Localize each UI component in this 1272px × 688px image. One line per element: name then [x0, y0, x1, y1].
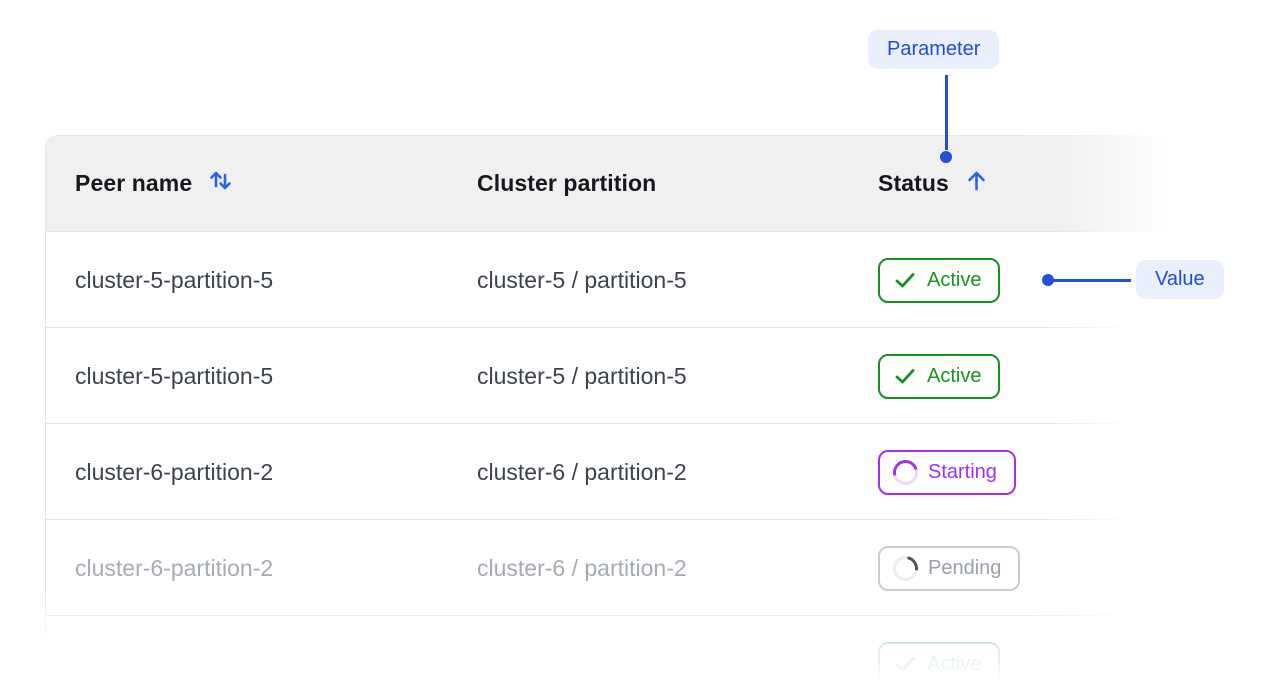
- status-cell: Active: [848, 353, 1180, 399]
- table-row: Active: [45, 616, 1180, 688]
- sort-both-icon[interactable]: [207, 167, 234, 200]
- status-badge: Active: [878, 257, 1001, 303]
- peer-name-cell: cluster-5-partition-5: [75, 266, 274, 293]
- check-icon: [895, 273, 915, 288]
- peer-name-cell: cluster-5-partition-5: [75, 362, 274, 389]
- column-label: Peer name: [75, 170, 193, 196]
- peer-name-cell: cluster-6-partition-2: [75, 554, 274, 581]
- status-badge: Active: [878, 353, 1001, 399]
- status-label: Active: [927, 652, 982, 675]
- peers-table: Peer name Cluster partition Status clust…: [42, 134, 1183, 688]
- status-cell: Active: [848, 641, 1180, 687]
- column-label: Cluster partition: [477, 170, 657, 196]
- status-label: Pending: [928, 556, 1002, 579]
- status-label: Active: [927, 364, 982, 387]
- parameter-connector-dot: [940, 151, 952, 163]
- value-connector-dot: [1042, 274, 1054, 286]
- spinner-icon: [888, 454, 923, 490]
- status-badge: Starting: [878, 449, 1016, 495]
- sort-asc-icon[interactable]: [964, 167, 989, 200]
- status-badge: Pending: [878, 545, 1021, 591]
- spinner-icon: [888, 550, 923, 586]
- table-row: cluster-6-partition-2 cluster-6 / partit…: [45, 520, 1180, 616]
- peer-name-cell: cluster-6-partition-2: [75, 458, 274, 485]
- column-header-cluster-partition[interactable]: Cluster partition: [447, 170, 848, 197]
- status-badge: Active: [878, 641, 1001, 687]
- column-header-status[interactable]: Status: [848, 167, 1180, 200]
- status-cell: Pending: [848, 545, 1180, 591]
- parameter-connector-line: [945, 75, 948, 150]
- status-label: Starting: [928, 460, 997, 483]
- table-left-border: [45, 146, 46, 688]
- column-label: Status: [878, 170, 949, 196]
- status-cell: Active: [848, 257, 1180, 303]
- table-top-border: [56, 135, 1180, 136]
- table-row: cluster-5-partition-5 cluster-5 / partit…: [45, 328, 1180, 424]
- check-icon: [895, 369, 915, 384]
- status-cell: Starting: [848, 449, 1180, 495]
- column-header-peer-name[interactable]: Peer name: [45, 167, 447, 200]
- table-row: cluster-5-partition-5 cluster-5 / partit…: [45, 232, 1180, 328]
- table-row: cluster-6-partition-2 cluster-6 / partit…: [45, 424, 1180, 520]
- check-icon: [895, 657, 915, 672]
- status-label: Active: [927, 268, 982, 291]
- value-connector-line: [1053, 279, 1131, 282]
- value-annotation-pill: Value: [1136, 260, 1224, 299]
- cluster-partition-cell: cluster-5 / partition-5: [477, 266, 687, 293]
- cluster-partition-cell: cluster-6 / partition-2: [477, 458, 687, 485]
- cluster-partition-cell: cluster-6 / partition-2: [477, 554, 687, 581]
- parameter-annotation-pill: Parameter: [868, 30, 1000, 69]
- cluster-partition-cell: cluster-5 / partition-5: [477, 362, 687, 389]
- table-header-row: Peer name Cluster partition Status: [45, 135, 1180, 232]
